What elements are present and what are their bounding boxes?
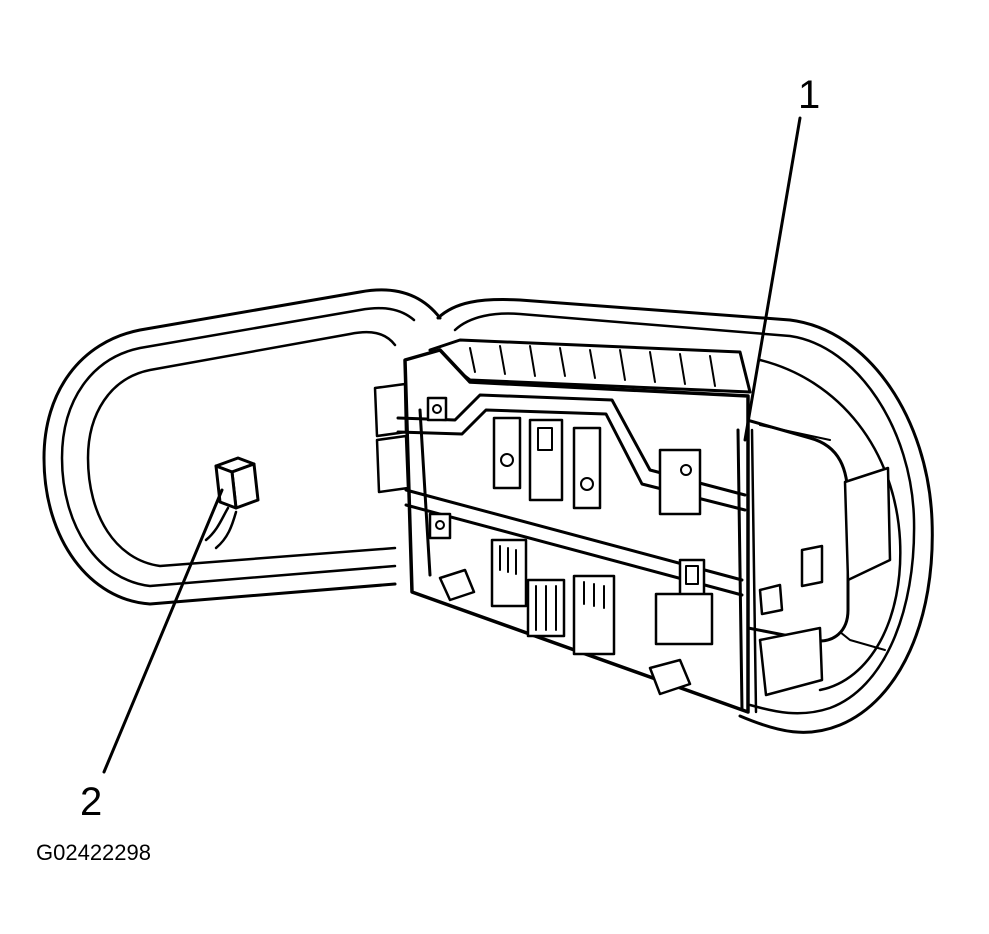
switch-face-plate — [373, 348, 784, 714]
top-ribs — [428, 338, 752, 394]
callout-1: 1 — [798, 73, 820, 117]
leader-line-1 — [743, 116, 802, 442]
housing-outline — [436, 298, 934, 734]
callout-2: 2 — [80, 780, 102, 824]
leader-line-2 — [102, 488, 224, 774]
switch-rear-body — [738, 416, 892, 697]
connector-plug — [204, 456, 260, 550]
figure-id: G02422298 — [36, 840, 151, 865]
gasket-frame — [42, 288, 442, 606]
